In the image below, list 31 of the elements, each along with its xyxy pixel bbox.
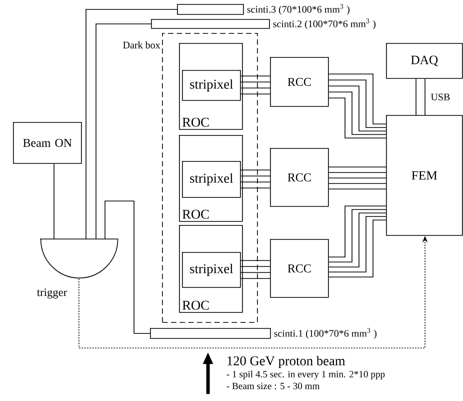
wire [96, 24, 152, 240]
fem-box: FEM [386, 115, 463, 236]
scintillator-bar: scinti.2 (100*70*6 mm$^{3}$ ) [151, 18, 376, 30]
rcc-box: RCC [270, 57, 329, 107]
signal-bus [240, 76, 270, 94]
daq-box: DAQ [386, 43, 463, 79]
node-label: Dark box [123, 41, 160, 48]
rcc-box: RCC [270, 148, 329, 207]
wire [86, 9, 178, 240]
stripixel-box: stripixel [182, 70, 241, 101]
note-text: - 1 spil 4.5 sec. in every 1 min. 2*10 ppp [226, 370, 385, 380]
scintillator-bar: scinti.3 (70*100*6 mm$^{3}$ ) [177, 4, 350, 15]
wire [104, 200, 150, 334]
edge-label: USB [429, 92, 452, 102]
stripixel-box: stripixel [182, 252, 241, 288]
signal-bus [328, 74, 386, 138]
signal-bus [328, 206, 386, 278]
signal-bus [240, 170, 270, 188]
node-label: scinti.2 (100*70*6 mm$^{3}$ ) [273, 18, 376, 30]
stripixel-box: stripixel [182, 161, 241, 198]
beam-on-box: Beam ON [13, 122, 82, 164]
usb-cable [416, 78, 426, 116]
signal-bus [240, 260, 270, 279]
rcc-box: RCC [270, 239, 329, 298]
trigger-gate: trigger [37, 238, 118, 298]
note-text: - Beam size : 5 - 30 mm [226, 382, 320, 390]
signal-bus [328, 166, 386, 190]
beam-title: 120 GeV proton beam [228, 356, 346, 368]
node-label: scinti.1 (100*70*6 mm$^{3}$ ) [274, 328, 376, 339]
node-label: scinti.3 (70*100*6 mm$^{3}$ ) [247, 4, 350, 15]
scintillator-bar: scinti.1 (100*70*6 mm$^{3}$ ) [150, 328, 376, 339]
